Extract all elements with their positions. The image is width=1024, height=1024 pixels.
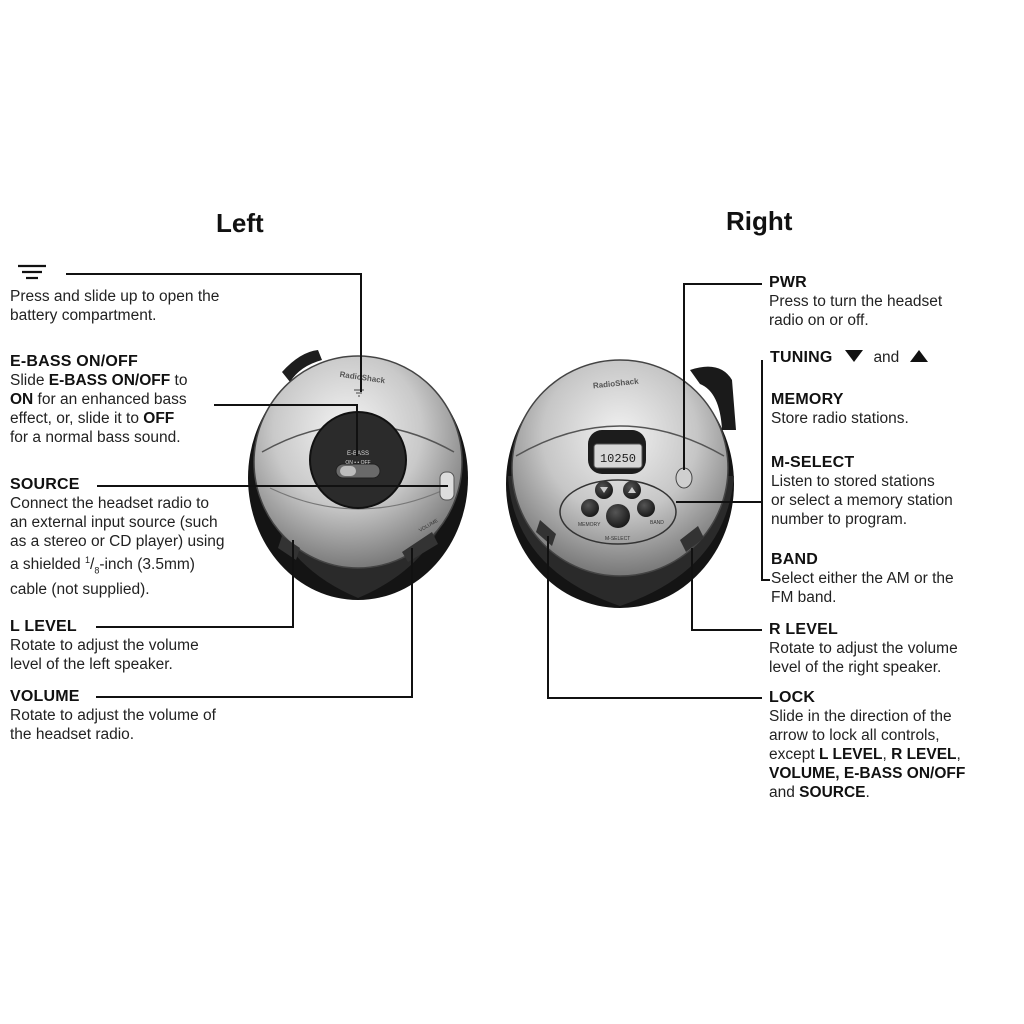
svg-text:BAND: BAND [650,520,664,526]
leader-tuning-bracket [761,360,770,581]
band-desc: Select either the AM or the FM band. [771,570,954,606]
leader-battery [66,273,362,392]
memory-button [581,499,599,517]
band-label: BAND [771,551,819,568]
mselect-block: M-SELECT Listen to stored stations or se… [771,454,1011,529]
leader-l-level [96,540,294,628]
ebass-switch-onoff: ON • • OFF [345,460,370,466]
volume-block: VOLUME Rotate to adjust the volume of th… [10,688,260,744]
lcd-display [593,443,643,469]
mselect-button [606,504,630,528]
button-cluster-ring [559,479,677,545]
leader-volume [96,548,413,698]
l-level-wheel [278,536,300,560]
memory-desc: Store radio stations. [771,410,909,427]
leader-lock [547,536,762,699]
lock-switch [536,520,556,546]
lock-block: LOCK Slide in the direction of the arrow… [769,689,1014,802]
mselect-desc: Listen to stored stations or select a me… [771,473,953,528]
ebass-block: E-BASS ON/OFF Slide E-BASS ON/OFF to ON … [10,353,230,447]
l-level-block: L LEVEL Rotate to adjust the volume leve… [10,618,250,674]
leader-pwr [683,283,762,470]
tuning-label: TUNING [770,349,833,366]
pwr-label: PWR [769,274,807,291]
band-block: BAND Select either the AM or the FM band… [771,551,1011,607]
pwr-button [675,467,693,489]
r-level-desc: Rotate to adjust the volume level of the… [769,640,958,676]
tuning-up-icon [909,350,928,362]
ebass-label: E-BASS ON/OFF [10,353,138,370]
pwr-block: PWR Press to turn the headset radio on o… [769,274,1009,330]
r-level-label: R LEVEL [769,621,838,638]
tuning-and: and [873,349,900,366]
l-level-desc: Rotate to adjust the volume level of the… [10,637,199,673]
mselect-label: M-SELECT [771,454,855,471]
lock-desc: Slide in the direction of the arrow to l… [769,708,966,801]
leader-ebass [214,404,358,456]
left-title: Left [216,208,264,238]
battery-desc: Press and slide up to open the battery c… [10,288,220,324]
pwr-desc: Press to turn the headset radio on or of… [769,293,943,329]
volume-label: VOLUME [10,688,80,705]
lcd-frequency: 10250 [600,452,636,466]
r-level-wheel [680,526,704,552]
lock-label: LOCK [769,689,816,706]
left-headband-stub [282,350,322,382]
r-level-block: R LEVEL Rotate to adjust the volume leve… [769,621,1009,677]
source-desc: Connect the headset radio to an external… [10,495,225,599]
left-earcup: E-BASS ON • • OFF RadioShack VOLUME [248,350,468,600]
source-label: SOURCE [10,476,80,493]
memory-label: MEMORY [771,391,844,408]
right-title: Right [726,206,793,236]
source-block: SOURCE Connect the headset radio to an e… [10,476,260,599]
battery-slide-icon [18,264,46,280]
tuning-block: TUNING and [770,348,1010,367]
band-button [637,499,655,517]
l-level-label: L LEVEL [10,618,77,635]
leader-r-level [691,548,762,631]
right-headband-stub [690,366,736,430]
left-leader-lines [66,273,448,698]
memory-block: MEMORY Store radio stations. [771,391,1011,428]
svg-text:M-SELECT: M-SELECT [605,536,630,542]
right-earcup: RadioShack 10250 MEMORY M-SELECT BAND [506,359,736,608]
tuning-down-icon [844,350,863,362]
right-leader-lines [547,283,770,699]
ebass-desc: Slide E-BASS ON/OFF to ON for an enhance… [10,372,188,446]
volume-desc: Rotate to adjust the volume of the heads… [10,707,216,743]
svg-text:MEMORY: MEMORY [578,522,601,528]
